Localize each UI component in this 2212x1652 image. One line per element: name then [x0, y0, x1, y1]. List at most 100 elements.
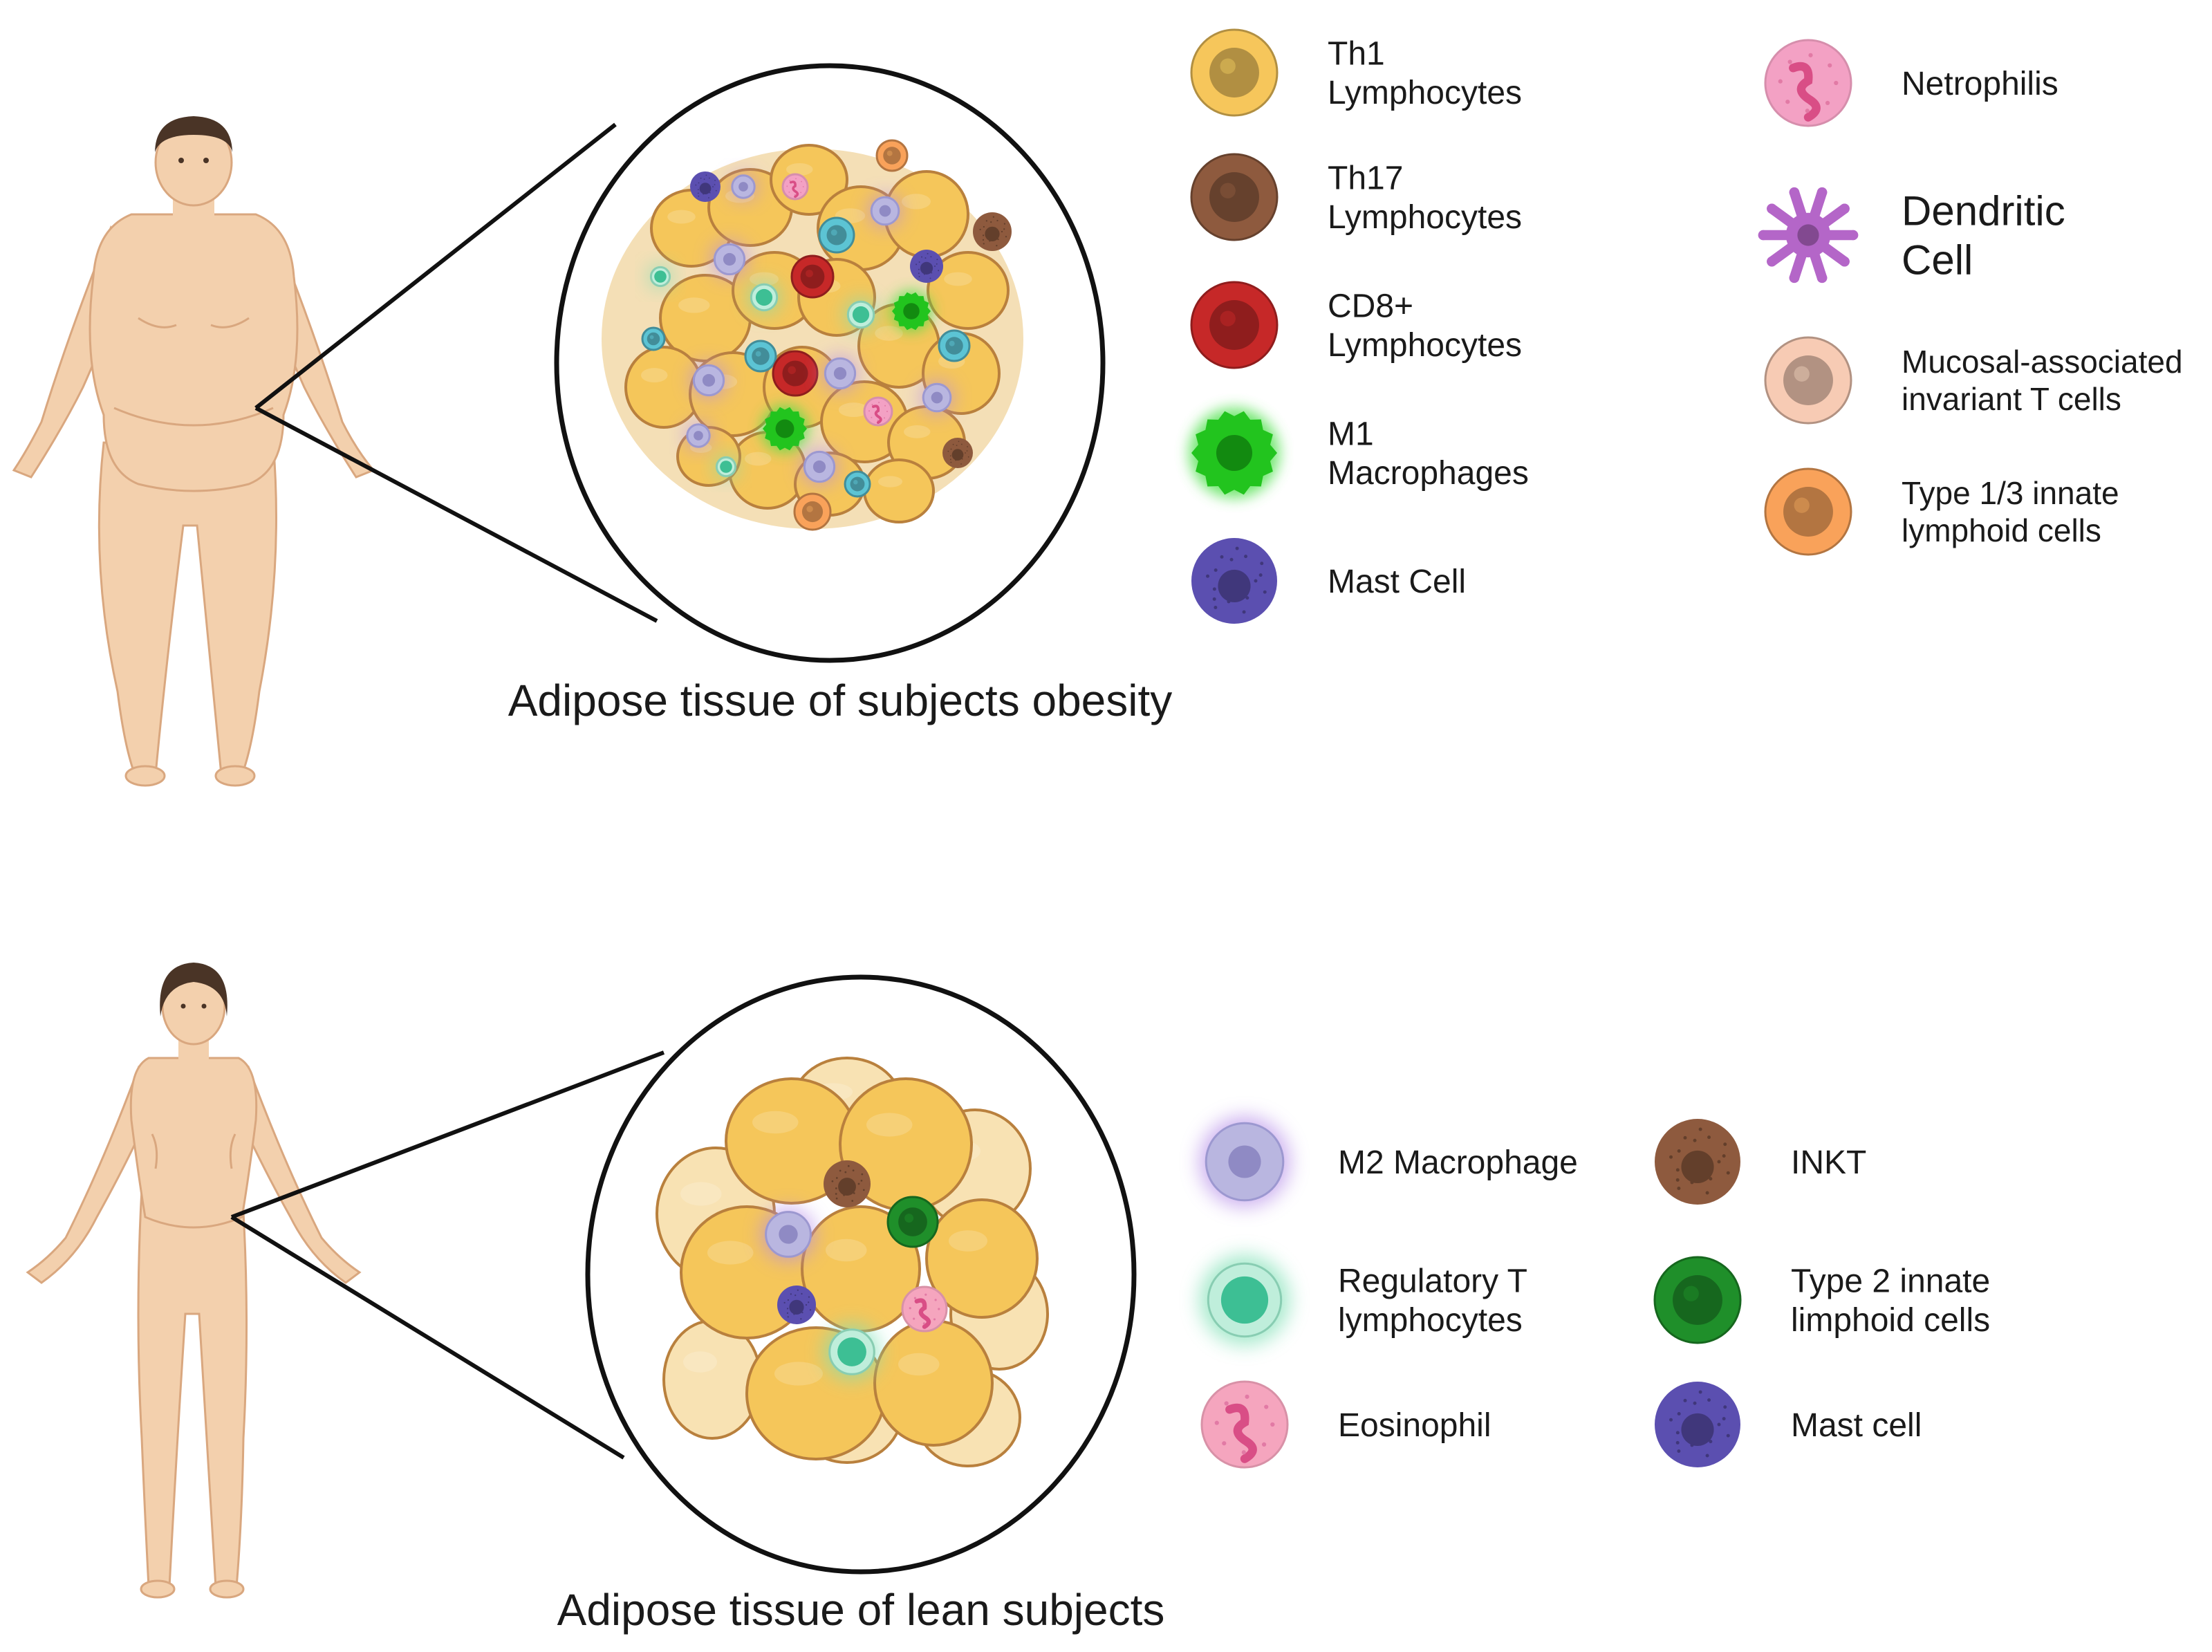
immune-cell	[772, 350, 819, 397]
immune-cell	[790, 254, 835, 299]
obese-adipocyte-cluster	[602, 139, 1023, 531]
legend-label: Type 1/3 innate	[1902, 475, 2119, 511]
immune-cell	[863, 396, 893, 427]
obese-panel-caption: Adipose tissue of subjects obesity	[508, 676, 1173, 725]
dendritic-cell-icon	[1758, 187, 1859, 284]
legend-label: Mast Cell	[1328, 564, 1466, 600]
immune-cell	[910, 250, 943, 283]
obese-legend: Th1LymphocytesTh17LymphocytesCD8+Lymphoc…	[1189, 28, 2183, 624]
immune-cell	[691, 362, 727, 398]
mast-cell-icon	[1655, 1382, 1740, 1467]
legend-item: CD8+Lymphocytes	[1190, 281, 1522, 369]
immune-cell	[824, 1160, 871, 1207]
lean-adipocyte-cluster	[656, 1057, 1049, 1467]
lean-adipose-tissue-inset	[585, 974, 1137, 1575]
immune-cell	[824, 1324, 880, 1380]
legend-label: Dendritic	[1902, 188, 2065, 234]
immune-cell	[714, 455, 738, 479]
immune-cell	[818, 216, 855, 254]
immune-cell	[712, 241, 747, 277]
legend-item: INKT	[1655, 1119, 1866, 1205]
immune-cell	[886, 1196, 939, 1248]
ilc1-3-icon	[1764, 467, 1852, 556]
immune-cell	[762, 1208, 815, 1261]
immune-cell	[781, 173, 809, 201]
immune-cell	[920, 381, 954, 414]
legend-item: Mast cell	[1655, 1382, 1922, 1467]
immune-cell	[844, 298, 877, 331]
obese-adipose-tissue-inset	[554, 63, 1106, 663]
obese-zoom-lines	[254, 122, 658, 623]
immune-cell	[649, 265, 672, 288]
legend-label: INKT	[1791, 1144, 1866, 1181]
lean-panel-caption: Adipose tissue of lean subjects	[557, 1585, 1165, 1635]
immune-cell	[685, 423, 712, 449]
immune-cell	[822, 355, 858, 391]
legend-label: lymphocytes	[1338, 1302, 1523, 1339]
legend-label: M2 Macrophage	[1338, 1144, 1578, 1181]
immune-cell	[777, 1286, 816, 1324]
regulatory-t-cell-icon	[1199, 1254, 1290, 1346]
legend-label: Type 2 innate	[1791, 1263, 1990, 1299]
legend-label: invariant T cells	[1902, 381, 2121, 417]
immune-cell	[973, 212, 1012, 251]
legend-item: Eosinophil	[1200, 1380, 1491, 1469]
neutrophil-icon	[1764, 39, 1852, 127]
legend-label: M1	[1328, 416, 1374, 452]
immune-cell	[641, 326, 666, 351]
legend-label: limphoid cells	[1791, 1302, 1990, 1339]
adipocyte	[873, 1319, 994, 1447]
legend-item: Netrophilis	[1764, 39, 2058, 127]
legend-label: lymphoid cells	[1902, 512, 2101, 548]
immune-cell	[730, 174, 756, 200]
immune-cell	[901, 1286, 948, 1333]
immune-cell	[875, 139, 909, 172]
immune-cell	[793, 492, 832, 531]
lean-zoom-lines	[230, 1050, 665, 1460]
immune-cell	[938, 329, 971, 362]
legend-label: Eosinophil	[1338, 1407, 1491, 1444]
mait-cell-icon	[1764, 336, 1852, 425]
immune-cell	[747, 281, 781, 314]
immune-cell	[844, 470, 871, 498]
legend-label: Th17	[1328, 160, 1403, 196]
legend-item: M2 Macrophage	[1199, 1116, 1578, 1207]
legend-label: Netrophilis	[1902, 66, 2058, 102]
immune-cell	[690, 171, 721, 202]
adipocyte	[839, 1077, 973, 1212]
legend-label: Mucosal-associated	[1902, 344, 2183, 380]
immune-cell	[868, 194, 902, 228]
legend-label: Lymphocytes	[1328, 75, 1522, 111]
adipocyte	[725, 1077, 859, 1205]
legend-label: Cell	[1902, 236, 1973, 283]
m1-macrophage-icon	[1189, 407, 1280, 499]
legend-item: Mast Cell	[1191, 538, 1466, 624]
adipocyte	[863, 458, 935, 523]
adipocyte	[927, 251, 1010, 330]
pale-adipocyte	[662, 1319, 762, 1440]
cd8-lymphocyte-icon	[1190, 281, 1279, 369]
inkt-cell-icon	[1655, 1119, 1740, 1205]
legend-label: CD8+	[1328, 288, 1413, 324]
th1-lymphocyte-icon	[1190, 28, 1279, 117]
legend-label: Mast cell	[1791, 1407, 1922, 1444]
immune-cell	[801, 449, 837, 485]
obese-person-figure	[12, 116, 375, 787]
mast-cell-icon	[1191, 538, 1277, 624]
legend-label: Lymphocytes	[1328, 199, 1522, 236]
legend-label: Lymphocytes	[1328, 327, 1522, 364]
legend-label: Macrophages	[1328, 455, 1529, 492]
eosinophil-icon	[1200, 1380, 1289, 1469]
immune-cell	[942, 438, 973, 468]
